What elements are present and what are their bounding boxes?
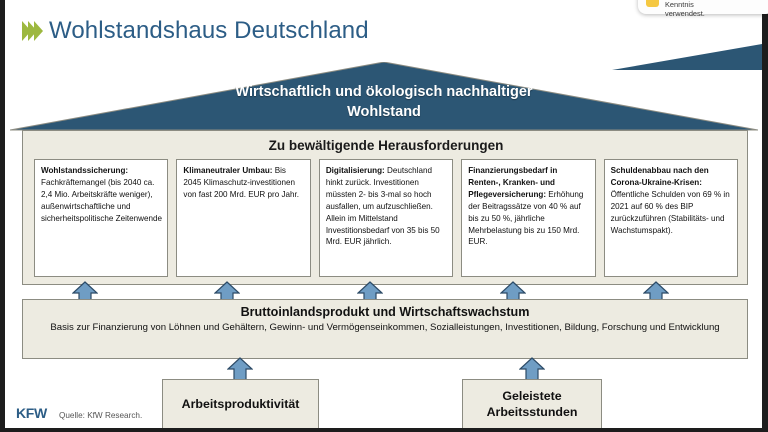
challenges-box-row: Wohlstandssicherung: Fachkräftemangel (b… xyxy=(34,159,739,277)
roof-line-1: Wirtschaftlich und ökologisch nachhaltig… xyxy=(235,84,533,100)
page-title: Wohlstandshaus Deutschland xyxy=(49,17,369,44)
roof-line-2: Wohlstand xyxy=(347,104,421,120)
toast-line-2: verwendest. xyxy=(665,9,705,19)
challenge-body: Fachkräftemangel (bis 2040 ca. 2,4 Mio. … xyxy=(41,177,163,223)
foundation-box-working-hours: Geleistete Arbeitsstunden xyxy=(462,379,602,429)
slide-edge-right xyxy=(762,0,768,432)
warning-badge-icon xyxy=(646,0,659,7)
notification-toast[interactable]: erhältst, wie es dich in Kenntnis verwen… xyxy=(638,0,768,18)
challenge-title: Klimaneutraler Umbau: xyxy=(183,166,275,175)
challenges-heading: Zu bewältigende Herausforderungen xyxy=(268,138,504,153)
challenge-body: Öffentliche Schulden von 69 % in 2021 au… xyxy=(610,189,730,235)
challenges-panel: Zu bewältigende Herausforderungen Wohlst… xyxy=(22,130,748,285)
slide-footer: KFW Quelle: KfW Research. xyxy=(16,405,142,421)
slide-edge-bottom xyxy=(0,428,768,432)
gdp-title: Bruttoinlandsprodukt und Wirtschaftswach… xyxy=(240,305,530,319)
gdp-band: Bruttoinlandsprodukt und Wirtschaftswach… xyxy=(22,299,748,359)
challenge-box: Digitalisierung: Deutschland hinkt zurüc… xyxy=(318,159,454,277)
challenge-title: Wohlstandssicherung: xyxy=(41,166,129,175)
triple-chevron-right-icon xyxy=(22,21,43,41)
challenge-box: Finanzierungsbedarf in Renten-, Kranken-… xyxy=(461,159,596,277)
kfw-logo: KFW xyxy=(16,405,47,421)
house-roof: Wirtschaftlich und ökologisch nachhaltig… xyxy=(10,62,758,132)
challenge-body: Bis 2045 Klimaschutz-investitionen von f… xyxy=(183,166,300,199)
challenge-title: Schuldenabbau nach den Corona-Ukraine-Kr… xyxy=(610,166,709,187)
header-swoosh-decoration xyxy=(612,44,762,70)
slide-title-bar: Wohlstandshaus Deutschland xyxy=(22,17,369,45)
challenge-box: Wohlstandssicherung: Fachkräftemangel (b… xyxy=(34,159,169,277)
challenge-box: Schuldenabbau nach den Corona-Ukraine-Kr… xyxy=(603,159,739,277)
challenge-title: Digitalisierung: xyxy=(325,166,387,175)
challenge-body: Deutschland hinkt zurück. Investitionen … xyxy=(325,166,440,247)
foundation-label: Arbeitsproduktivität xyxy=(181,397,300,411)
challenge-title: Finanzierungsbedarf in Renten-, Kranken-… xyxy=(468,166,558,199)
gdp-subtitle: Basis zur Finanzierung von Löhnen und Ge… xyxy=(50,322,720,333)
slide-edge-left xyxy=(0,0,5,432)
challenge-body: Erhöhung der Beitragssätze von 40 % auf … xyxy=(468,189,584,247)
roof-text: Wirtschaftlich und ökologisch nachhaltig… xyxy=(10,82,758,122)
foundation-box-productivity: Arbeitsproduktivität xyxy=(162,379,319,429)
toast-line-1: erhältst, wie es dich in Kenntnis xyxy=(665,0,694,9)
toast-message: erhältst, wie es dich in Kenntnis verwen… xyxy=(665,0,766,19)
foundation-label: Geleistete Arbeitsstunden xyxy=(486,389,578,419)
challenge-box: Klimaneutraler Umbau: Bis 2045 Klimaschu… xyxy=(176,159,311,277)
source-note: Quelle: KfW Research. xyxy=(58,411,143,420)
